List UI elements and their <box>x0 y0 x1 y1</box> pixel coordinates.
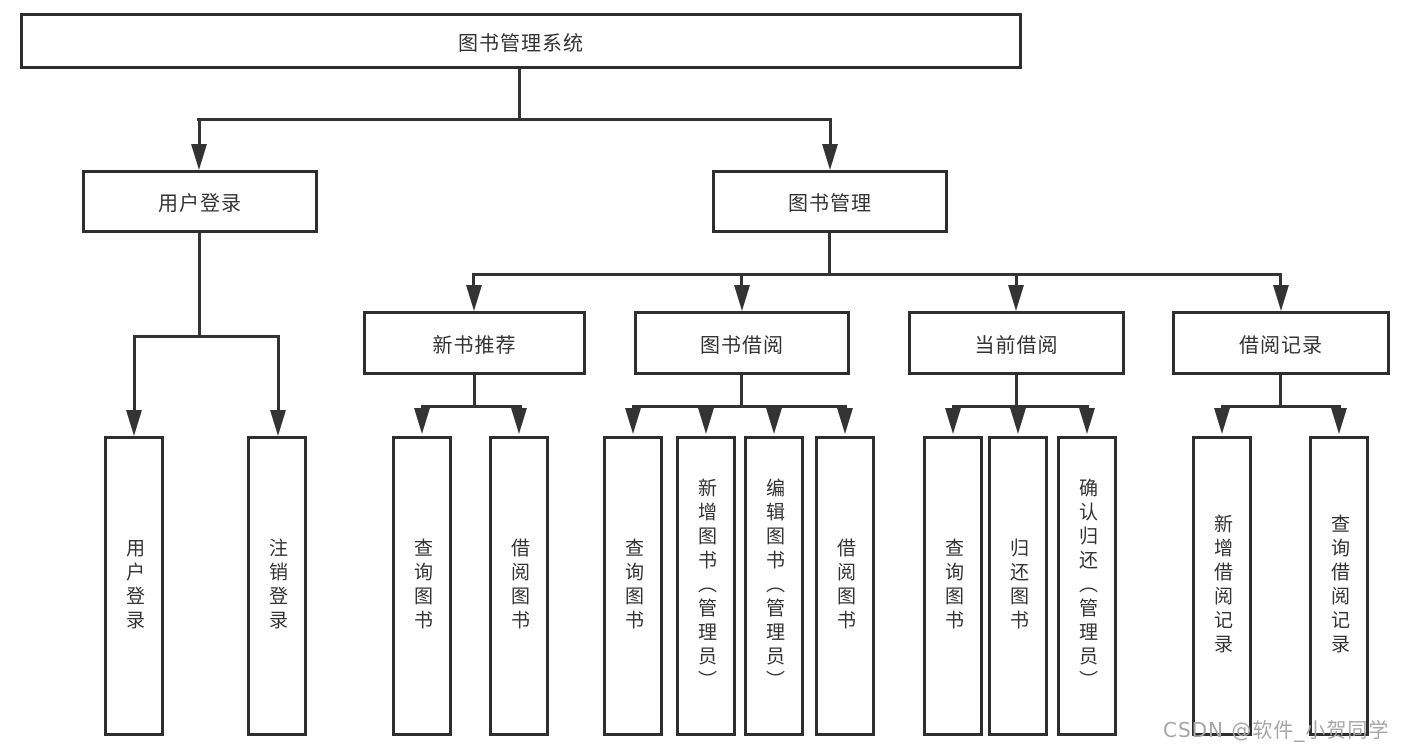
connector-stem <box>1279 273 1282 287</box>
leaf-add-borrow-record-label: 新增借阅记录 <box>1211 514 1233 658</box>
node-user-login: 用户登录 <box>82 170 318 233</box>
connector-stem <box>829 118 832 148</box>
arrow-down-icon <box>511 408 527 434</box>
leaf-borrow-books-2: 借阅图书 <box>815 436 875 736</box>
leaf-edit-books-admin: 编辑图书（管理员） <box>744 436 804 736</box>
leaf-logout: 注销登录 <box>247 436 307 736</box>
leaf-add-books-admin-label: 新增图书（管理员） <box>695 478 717 694</box>
connector-level3-split <box>472 273 1282 276</box>
node-book-management: 图书管理 <box>712 170 948 233</box>
arrow-down-icon <box>1008 285 1024 311</box>
node-new-book-recommend: 新书推荐 <box>363 311 586 375</box>
leaf-user-login: 用户登录 <box>104 436 164 736</box>
connector-stem <box>472 273 475 287</box>
leaf-logout-label: 注销登录 <box>266 538 288 634</box>
node-user-login-label: 用户登录 <box>158 191 242 215</box>
arrow-down-icon <box>191 144 207 170</box>
connector-user-login-trunk <box>198 233 201 335</box>
connector-stem <box>277 335 280 412</box>
connector-split <box>1221 405 1341 408</box>
connector-stem <box>1015 273 1018 287</box>
arrow-down-icon <box>766 408 782 434</box>
arrow-down-icon <box>945 408 961 434</box>
arrow-down-icon <box>1331 408 1347 434</box>
leaf-return-books: 归还图书 <box>988 436 1048 736</box>
arrow-down-icon <box>822 144 838 170</box>
arrow-down-icon <box>1079 408 1095 434</box>
node-current-borrowing: 当前借阅 <box>908 311 1125 375</box>
node-book-borrowing-label: 图书借阅 <box>700 332 784 357</box>
node-borrow-records-label: 借阅记录 <box>1239 332 1323 357</box>
leaf-query-borrow-record: 查询借阅记录 <box>1309 436 1369 736</box>
leaf-borrow-books-1-label: 借阅图书 <box>508 538 530 634</box>
connector-root-trunk <box>518 68 521 118</box>
arrow-down-icon <box>270 410 286 436</box>
connector-level1-split <box>197 118 832 121</box>
arrow-down-icon <box>698 408 714 434</box>
node-book-borrowing: 图书借阅 <box>634 311 850 375</box>
node-book-management-label: 图书管理 <box>788 191 872 215</box>
leaf-user-login-label: 用户登录 <box>123 538 145 634</box>
leaf-borrow-books-1: 借阅图书 <box>489 436 549 736</box>
connector-book-mgmt-trunk <box>828 233 831 273</box>
arrow-down-icon <box>1273 285 1289 311</box>
leaf-query-books-1-label: 查询图书 <box>411 538 433 634</box>
connector-split <box>421 405 522 408</box>
leaf-add-borrow-record: 新增借阅记录 <box>1192 436 1252 736</box>
connector-trunk <box>740 375 743 405</box>
connector-stem <box>740 273 743 287</box>
leaf-query-books-3-label: 查询图书 <box>942 538 964 634</box>
arrow-down-icon <box>1214 408 1230 434</box>
leaf-confirm-return-admin: 确认归还（管理员） <box>1057 436 1117 736</box>
connector-split <box>952 405 1089 408</box>
leaf-query-borrow-record-label: 查询借阅记录 <box>1328 514 1350 658</box>
leaf-query-books-2-label: 查询图书 <box>622 538 644 634</box>
node-current-borrowing-label: 当前借阅 <box>974 332 1059 357</box>
arrow-down-icon <box>126 410 142 436</box>
arrow-down-icon <box>466 285 482 311</box>
leaf-borrow-books-2-label: 借阅图书 <box>834 538 856 634</box>
leaf-edit-books-admin-label: 编辑图书（管理员） <box>763 478 785 694</box>
leaf-query-books-1: 查询图书 <box>392 436 452 736</box>
connector-stem <box>198 118 201 148</box>
connector-trunk <box>1279 375 1282 405</box>
connector-split <box>632 405 847 408</box>
csdn-watermark: CSDN @软件_小贺同学 <box>1163 718 1390 742</box>
connector-user-login-split <box>133 335 280 338</box>
leaf-query-books-2: 查询图书 <box>603 436 663 736</box>
arrow-down-icon <box>734 285 750 311</box>
leaf-query-books-3: 查询图书 <box>923 436 983 736</box>
leaf-return-books-label: 归还图书 <box>1007 538 1029 634</box>
connector-stem <box>133 335 136 412</box>
connector-trunk <box>1015 375 1018 405</box>
arrow-down-icon <box>414 408 430 434</box>
node-root-label: 图书管理系统 <box>458 30 584 55</box>
arrow-down-icon <box>837 408 853 434</box>
node-root: 图书管理系统 <box>20 13 1022 69</box>
arrow-down-icon <box>625 408 641 434</box>
leaf-add-books-admin: 新增图书（管理员） <box>676 436 736 736</box>
node-new-book-recommend-label: 新书推荐 <box>432 332 517 357</box>
leaf-confirm-return-admin-label: 确认归还（管理员） <box>1076 478 1098 694</box>
connector-trunk <box>473 375 476 405</box>
arrow-down-icon <box>1010 408 1026 434</box>
node-borrow-records: 借阅记录 <box>1172 311 1390 375</box>
